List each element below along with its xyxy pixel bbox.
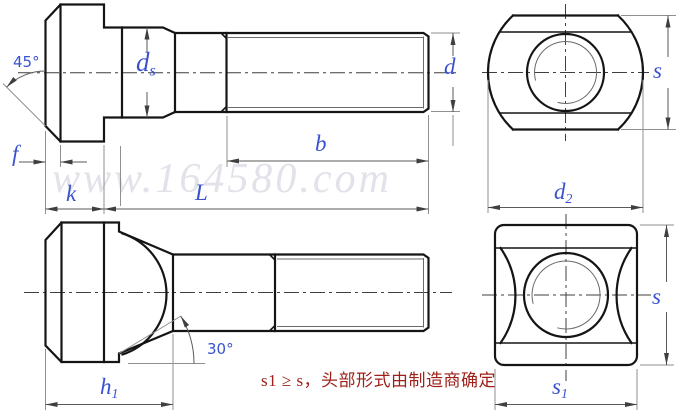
- thread-arc: [534, 40, 598, 104]
- dim-label-h1-base: h: [100, 374, 112, 399]
- view-side-bottom: [24, 221, 452, 410]
- view-side-top: [2, 3, 460, 214]
- dim-label-ds-sub: s: [149, 61, 156, 80]
- dim-label-ds: ds: [136, 49, 156, 79]
- head-sphere-arc: [121, 232, 168, 356]
- dim-label-s-top: s: [653, 58, 662, 83]
- dim-label-b: b: [315, 131, 327, 156]
- dim-label-45deg: 45°: [13, 53, 40, 71]
- dim-label-k: k: [66, 181, 77, 206]
- dim-label-f: f: [12, 141, 19, 166]
- manufacturer-note: s1 ≥ s，头部形式由制造商确定: [261, 371, 497, 390]
- dim-label-ds-base: d: [136, 47, 150, 77]
- dim-label-h1-sub: 1: [111, 385, 119, 401]
- dim-label-d: d: [444, 54, 456, 79]
- dim-label-s-bottom: s: [652, 284, 661, 309]
- dim-label-30deg: 30°: [207, 340, 234, 358]
- dim-label-d2-base: d: [554, 179, 566, 204]
- dim-label-d2: d2: [554, 180, 572, 206]
- dim-label-s1: s1: [552, 375, 568, 401]
- watermark-text: www.164580.com: [52, 156, 392, 202]
- thread-minor-lines: [228, 37, 423, 108]
- thread-minor-lines: [277, 258, 423, 327]
- view-end-top: [482, 4, 676, 213]
- dim-label-h1: h1: [100, 375, 118, 401]
- dim-label-s1-sub: 1: [560, 385, 568, 401]
- thread-arc: [531, 260, 601, 330]
- view-end-bottom: [482, 214, 674, 410]
- dim-label-L: L: [195, 180, 208, 205]
- dim-label-s1-base: s: [552, 374, 561, 399]
- dim-label-d2-sub: 2: [565, 190, 573, 206]
